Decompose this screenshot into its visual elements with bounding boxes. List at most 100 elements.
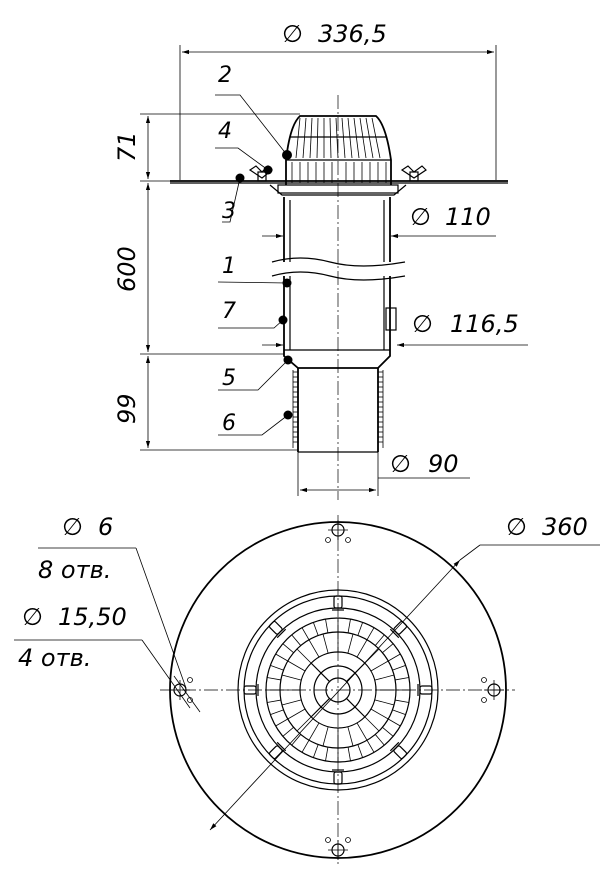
grate-slot	[395, 677, 409, 681]
dim-bottom-height-value: 99	[113, 393, 141, 424]
grate-slot	[275, 653, 288, 662]
bolt-head	[268, 745, 283, 760]
grate-slot	[308, 639, 320, 658]
grate-slot	[347, 726, 354, 747]
grate-slot	[312, 622, 319, 636]
callout-leaders	[215, 94, 289, 436]
dim-top-diameter: ∅ 336,5	[179, 20, 497, 180]
dim-top-diameter-symbol: ∅	[282, 20, 303, 48]
grate-rib	[346, 698, 366, 718]
side-view: 2 4 3 1 7 5 6 ∅ 336,5 71 600	[113, 20, 528, 500]
small-hole	[345, 537, 351, 543]
small-hole	[481, 697, 487, 703]
grate-slot	[374, 734, 385, 746]
grate-slot	[366, 627, 375, 640]
grate-dome	[285, 115, 392, 185]
grate-slot	[281, 674, 302, 681]
callout-label-6: 6	[222, 411, 236, 436]
dim-large-hole-value: 15,50	[58, 603, 127, 631]
grate-slot	[374, 634, 385, 646]
grate-slot	[267, 677, 281, 681]
dim-flange-diameter-symbol: ∅	[506, 513, 527, 541]
flange-membrane	[170, 180, 508, 196]
dim-pipe-length-value: 600	[113, 246, 141, 292]
grate-slot	[392, 664, 406, 671]
dim-pipe-diameter: ∅ 110	[262, 203, 496, 239]
dim-large-hole-count: 4 отв.	[18, 644, 91, 672]
grate-slot	[357, 622, 364, 636]
grate-slot	[312, 744, 319, 758]
grate-slot	[392, 709, 406, 716]
grate-slot	[282, 643, 294, 654]
grate-slot	[347, 747, 351, 761]
grate-slot	[322, 726, 329, 747]
grate-slot	[291, 634, 302, 646]
dim-small-hole-symbol: ∅	[62, 513, 83, 541]
grate-slot	[325, 619, 329, 633]
grate-slot	[374, 699, 395, 706]
grate-slot	[296, 648, 312, 664]
dim-cap-height-value: 71	[113, 131, 141, 162]
grate-rib	[310, 698, 330, 718]
dim-outlet-diameter-value: 90	[428, 450, 459, 478]
grate-slot	[364, 716, 380, 732]
dim-outlet-diameter: ∅ 90	[297, 450, 470, 496]
bolt-head	[268, 620, 283, 635]
grate-slats	[291, 117, 387, 183]
dim-flange-diameter: ∅ 360	[209, 513, 600, 831]
grate-slot	[267, 699, 281, 703]
grate-slot	[347, 619, 351, 633]
wing-nut-right	[400, 165, 427, 182]
clamp	[385, 307, 397, 331]
grate-slot	[366, 740, 375, 753]
grate-slot	[374, 674, 395, 681]
grate-slot	[275, 718, 288, 727]
grate-slot	[388, 653, 401, 662]
small-hole	[187, 677, 193, 683]
bolt-head	[393, 745, 408, 760]
dim-top-diameter-value: 336,5	[318, 20, 387, 48]
dim-pipe-diameter-symbol: ∅	[410, 203, 431, 231]
grate-slot	[356, 639, 368, 658]
dim-sleeve-diameter: ∅ 116,5	[262, 310, 528, 348]
grate-slot	[282, 726, 294, 737]
callout-dots	[235, 150, 293, 420]
grate-slot	[270, 709, 284, 716]
dim-large-hole: ∅ 15,50 4 отв.	[14, 603, 201, 713]
dim-flange-diameter-value: 360	[542, 513, 588, 541]
callout-label-1: 1	[222, 254, 236, 279]
grate-slot	[301, 740, 310, 753]
dim-bottom-height: 99	[113, 356, 298, 451]
small-hole	[325, 837, 331, 843]
grate-slot	[270, 664, 284, 671]
grate-slot	[287, 708, 306, 720]
grate-rib	[310, 662, 330, 682]
grate-slot	[322, 633, 329, 654]
grate-slot	[370, 660, 389, 672]
dim-cap-height: 71	[113, 113, 300, 182]
grate-slot	[281, 699, 302, 706]
mounting-holes	[170, 520, 504, 860]
grate-slot	[287, 660, 306, 672]
pipe-upper	[283, 197, 391, 262]
dim-small-hole-count: 8 отв.	[38, 556, 111, 584]
break-line-bottom	[271, 271, 406, 281]
bolt-head	[393, 620, 408, 635]
callout-label-2: 2	[218, 63, 232, 88]
grate-slot	[357, 744, 364, 758]
grate-slot	[347, 633, 354, 654]
grate-slot	[370, 708, 389, 720]
grate-slot	[382, 643, 394, 654]
outlet-ribs-right	[378, 370, 384, 448]
small-hole	[481, 677, 487, 683]
grate-slot	[395, 699, 409, 703]
corrugated-outlet	[292, 368, 384, 453]
outlet-ribs-left	[292, 370, 298, 448]
grate-slot	[382, 726, 394, 737]
pipe-lower	[283, 276, 397, 369]
callout-label-3: 3	[222, 199, 236, 224]
dim-sleeve-diameter-symbol: ∅	[412, 310, 433, 338]
dim-sleeve-diameter-value: 116,5	[450, 310, 519, 338]
dim-pipe-length: 600	[113, 183, 284, 355]
